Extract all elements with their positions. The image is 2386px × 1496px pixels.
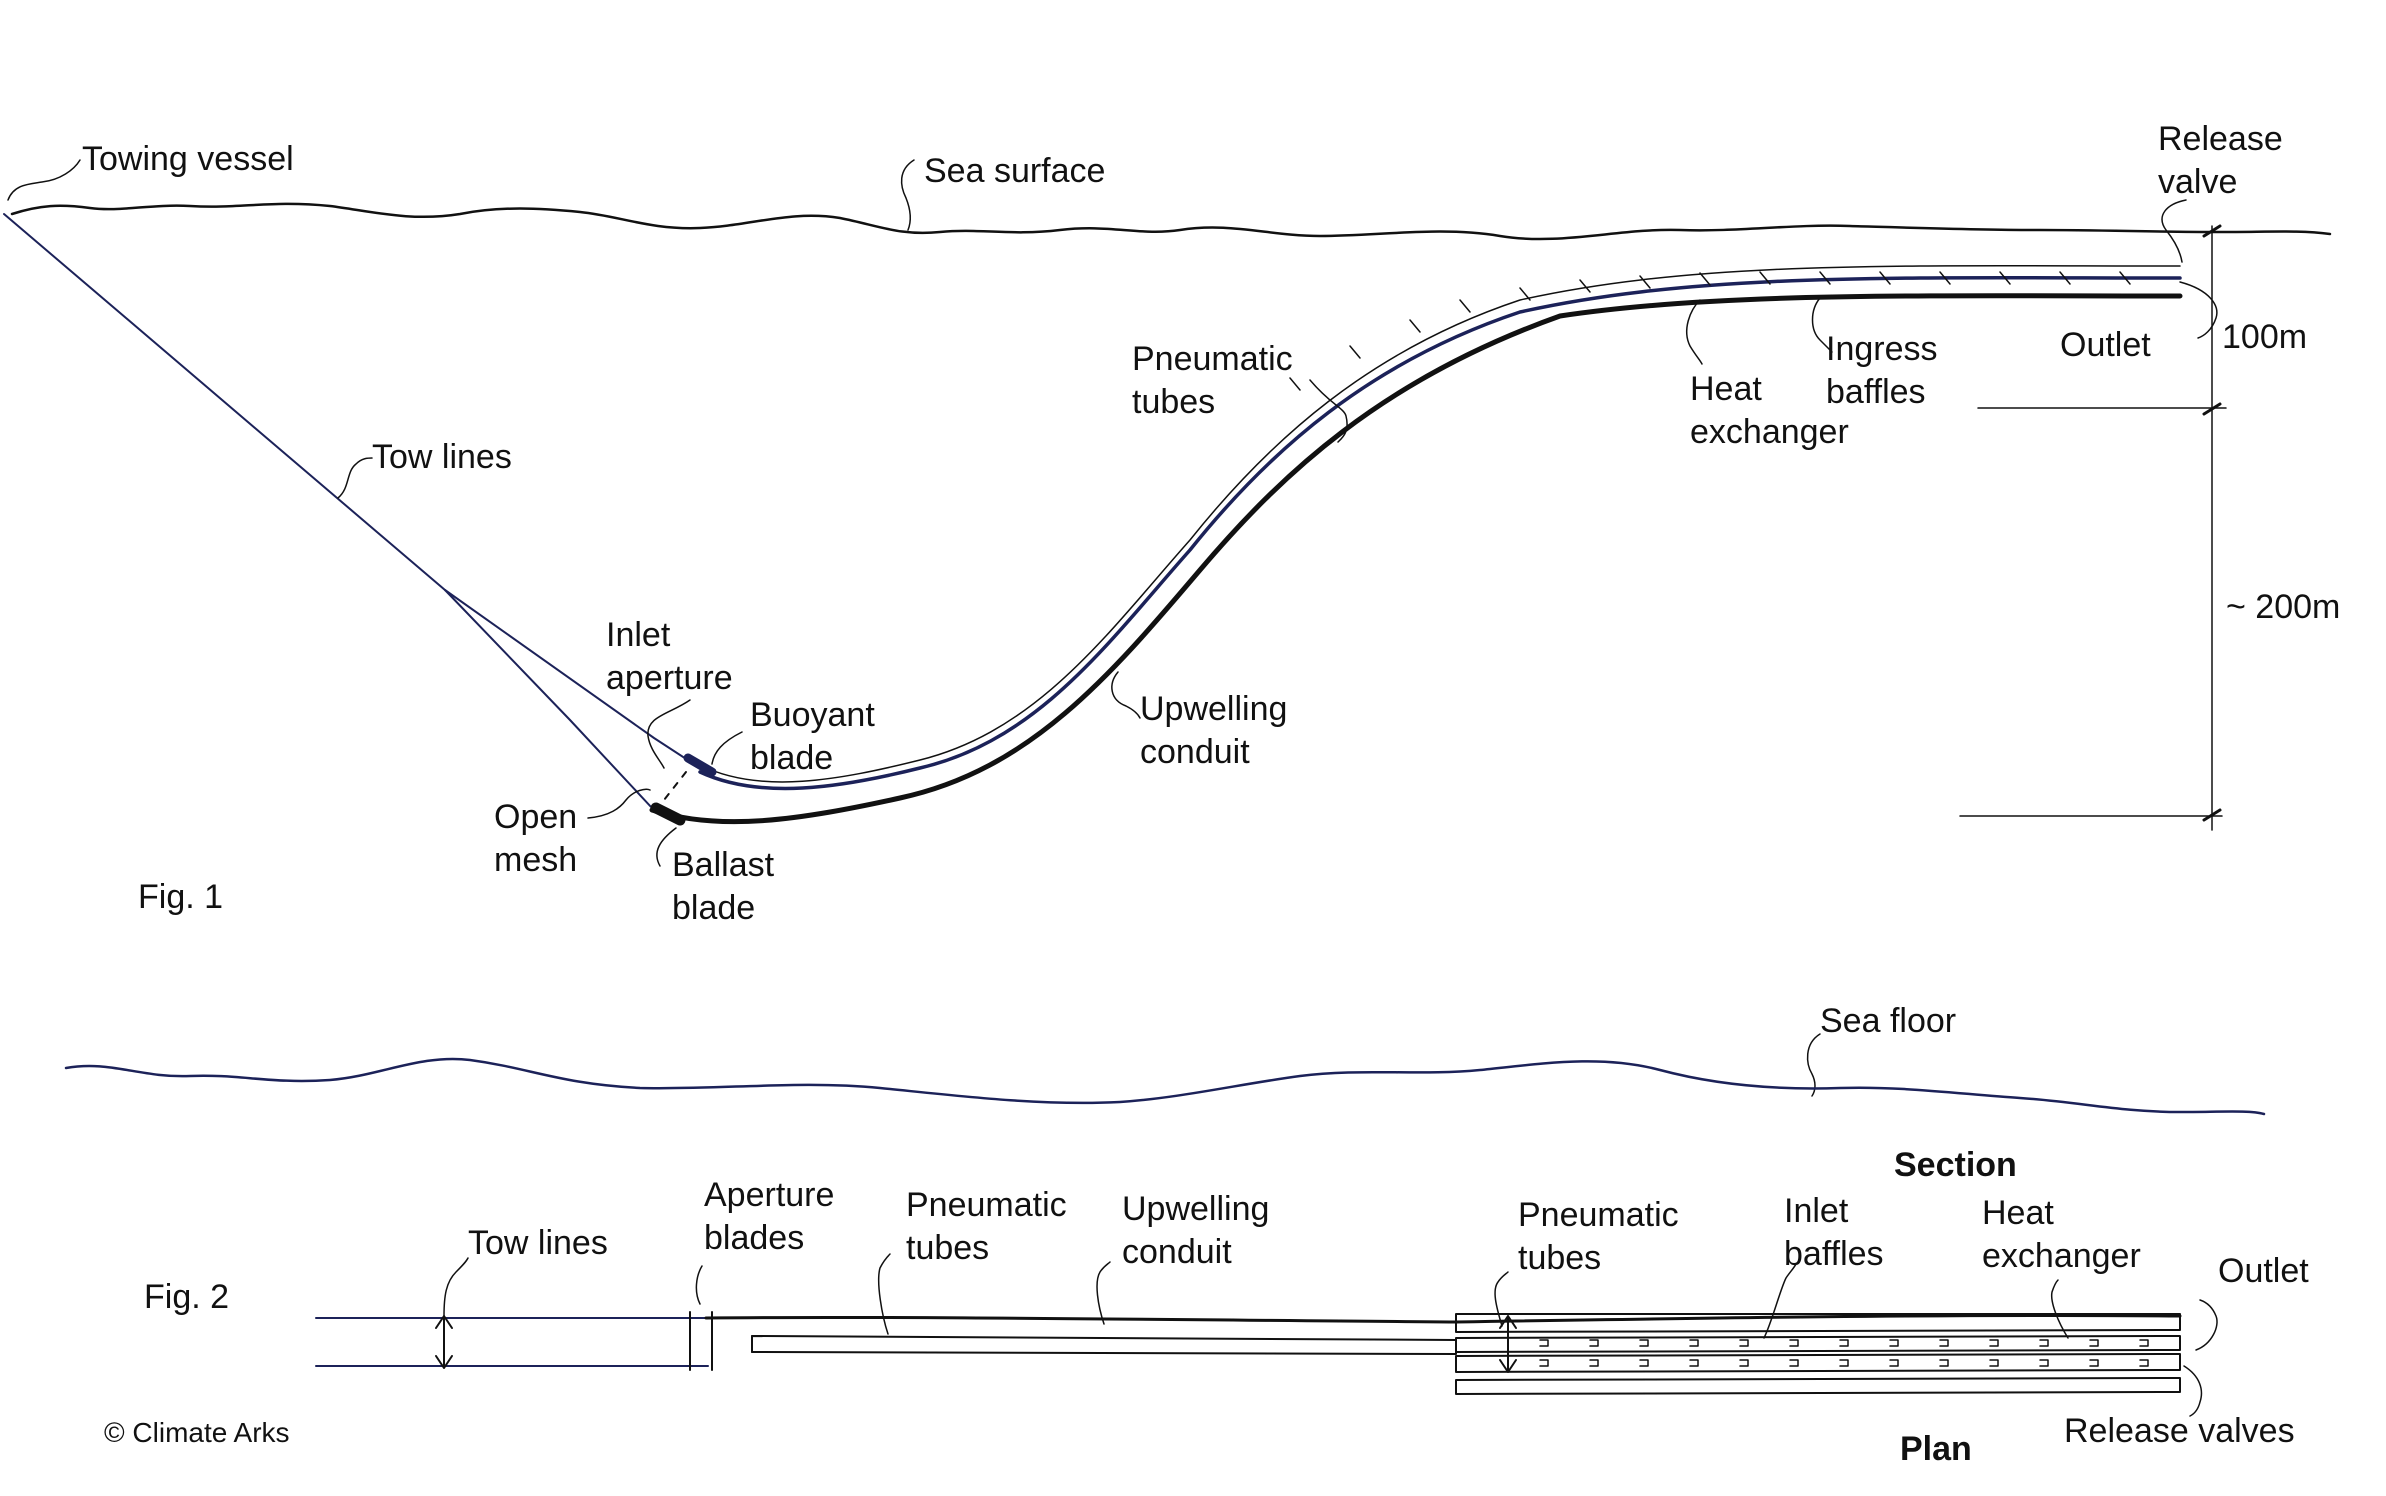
label-ingress-baffles-line2: baffles — [1826, 373, 1926, 411]
dimension-tick-bottom — [2202, 808, 2222, 822]
label-upwelling-conduit-line1: Upwelling — [1140, 690, 1287, 728]
fig2-plan-title: Plan — [1900, 1430, 1972, 1468]
label-outlet: Outlet — [2060, 326, 2151, 364]
fig2-inlet-baffles-leader — [1763, 1263, 1797, 1339]
ballast-blade-leader — [656, 827, 677, 867]
fig2-section-top — [1455, 1313, 2181, 1333]
release-valve-leader — [2161, 199, 2187, 263]
fig2-section-mid — [1455, 1335, 2181, 1353]
fig2-label-tow-lines: Tow lines — [468, 1224, 608, 1262]
inlet-aperture-leader — [647, 699, 691, 769]
fig2-pneumatic-tube — [751, 1335, 1457, 1355]
open-mesh-leader — [587, 788, 651, 819]
ballast-blade — [650, 802, 686, 826]
heat-exchanger-leader — [1686, 299, 1703, 365]
open-mesh — [663, 771, 687, 801]
ingress-baffles — [1289, 271, 2131, 391]
label-buoyant-blade-line1: Buoyant — [750, 696, 875, 734]
fig2-aperture-leader — [695, 1265, 703, 1305]
label-inlet-aperture-line2: aperture — [606, 659, 733, 697]
fig2-label-heat-exchanger-line1: Heat — [1982, 1194, 2054, 1232]
tow-line-lower — [444, 589, 653, 809]
fig2-drawing — [315, 1253, 2218, 1417]
buoyant-blade-leader — [711, 731, 743, 765]
fig2-conduit-leader — [1096, 1261, 1111, 1325]
fig2-section-title: Section — [1894, 1146, 2017, 1184]
fig2-label-pneumatic-tubes-line2: tubes — [906, 1229, 989, 1267]
fig2-tow-arrow — [435, 1315, 453, 1369]
buoyant-blade — [683, 753, 717, 777]
label-sea-floor: Sea floor — [1820, 1002, 1956, 1040]
pneumatic-tube-inner — [698, 275, 2182, 791]
label-heat-exchanger-line1: Heat — [1690, 370, 1762, 408]
sea-surface-line — [10, 202, 2332, 241]
label-release-valve-line2: valve — [2158, 163, 2237, 201]
label-pneumatic-tubes-line1: Pneumatic — [1132, 340, 1293, 378]
fig2-heat-exchanger-leader — [2050, 1279, 2069, 1339]
label-towing-vessel: Towing vessel — [82, 140, 294, 178]
fig2-label-heat-exchanger-line2: exchanger — [1982, 1237, 2141, 1275]
fig2-release-leader — [2183, 1365, 2203, 1417]
tow-lines-leader — [337, 457, 373, 499]
dimension-tick-mid — [2202, 402, 2222, 416]
fig2-conduit-top — [704, 1313, 2182, 1324]
label-open-mesh-line2: mesh — [494, 841, 577, 879]
label-open-mesh-line1: Open — [494, 798, 577, 836]
ingress-baffles-leader — [1811, 297, 1833, 353]
fig2-label-outlet: Outlet — [2218, 1252, 2309, 1290]
label-ballast-blade-line1: Ballast — [672, 846, 775, 884]
pneumatic-tubes-leader — [1309, 379, 1348, 443]
outlet-leader — [2179, 281, 2218, 339]
sea-floor-leader — [1806, 1033, 1821, 1097]
fig2-label-aperture-blades-line1: Aperture — [704, 1176, 834, 1214]
fig2-label-inlet-baffles-line2: baffles — [1784, 1235, 1884, 1273]
dimension-label-100m: 100m — [2222, 318, 2307, 356]
fig2-section-lower — [1455, 1353, 2181, 1373]
fig1-caption: Fig. 1 — [138, 878, 223, 916]
fig2-inlet-baffles — [1539, 1339, 2149, 1367]
label-release-valve-line1: Release — [2158, 120, 2283, 158]
fig2-caption: Fig. 2 — [144, 1278, 229, 1316]
label-heat-exchanger-line2: exchanger — [1690, 413, 1849, 451]
label-upwelling-conduit-line2: conduit — [1140, 733, 1250, 771]
dimension-tick-top — [2202, 224, 2222, 238]
fig2-label-pneumatic-tubes-line1: Pneumatic — [906, 1186, 1067, 1224]
fig2-outlet-leader — [2195, 1299, 2218, 1351]
upwelling-conduit-wall — [649, 293, 2183, 825]
copyright-notice: © Climate Arks — [104, 1417, 290, 1448]
fig2-section-bottom — [1455, 1377, 2181, 1395]
label-sea-surface: Sea surface — [924, 152, 1105, 190]
tow-line-upper — [3, 213, 701, 769]
fig2-section-arrow — [1499, 1315, 1517, 1373]
sea-floor-line — [64, 1057, 2266, 1116]
fig2-pneumatic-b-leader — [1494, 1271, 1509, 1327]
fig2-label-upwelling-conduit-line2: conduit — [1122, 1233, 1232, 1271]
label-ingress-baffles-line1: Ingress — [1826, 330, 1938, 368]
label-pneumatic-tubes-line2: tubes — [1132, 383, 1215, 421]
towing-vessel-leader — [7, 159, 81, 201]
label-ballast-blade-line2: blade — [672, 889, 755, 927]
sea-surface-leader — [900, 159, 915, 231]
fig2-label-aperture-blades-line2: blades — [704, 1219, 804, 1257]
label-buoyant-blade-line2: blade — [750, 739, 833, 777]
fig2-label-inlet-baffles-line1: Inlet — [1784, 1192, 1849, 1230]
fig2-pneumatic-leader — [877, 1253, 891, 1335]
pneumatic-tube-outer — [699, 264, 2181, 783]
dimension-label-200m: ~ 200m — [2226, 588, 2340, 626]
fig2-label-upwelling-conduit-line1: Upwelling — [1122, 1190, 1269, 1228]
fig2-label-release-valves: Release valves — [2064, 1412, 2295, 1450]
upwelling-conduit-leader — [1111, 671, 1141, 719]
fig2-label-pneumatic-tubes-b-line2: tubes — [1518, 1239, 1601, 1277]
fig2-tow-leader — [443, 1257, 469, 1317]
fig2-labels: Section Fig. 2 Tow lines Aperture blades… — [144, 1146, 2309, 1468]
label-tow-lines: Tow lines — [372, 438, 512, 476]
fig2-label-pneumatic-tubes-b-line1: Pneumatic — [1518, 1196, 1679, 1234]
fig1-labels: Towing vessel Sea surface Release valve … — [82, 120, 2340, 1040]
fig1-drawing — [3, 159, 2332, 1116]
label-inlet-aperture-line1: Inlet — [606, 616, 671, 654]
